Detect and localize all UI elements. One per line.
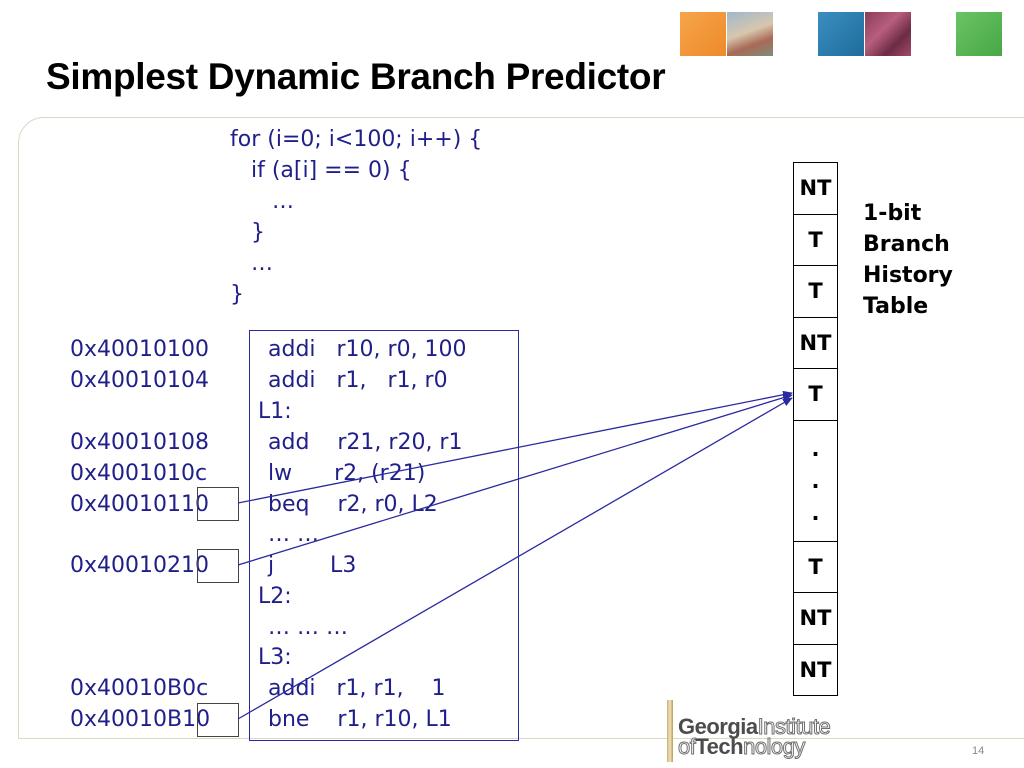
index-bits-highlight (197, 487, 239, 521)
code-label: L1: (258, 399, 292, 424)
index-bits-highlight (197, 549, 239, 583)
instruction: beq r2, r0, L2 (268, 492, 438, 517)
arrow-j-to-bht (237, 393, 793, 566)
address-label: 0x40010108 (70, 430, 209, 455)
slide-title: Simplest Dynamic Branch Predictor (46, 56, 666, 97)
instruction: addi r10, r0, 100 (268, 337, 467, 362)
assembly-box (249, 330, 519, 741)
logo-line-1: GeorgiaInstitute (678, 714, 831, 740)
bht-entry: T (794, 542, 837, 593)
address-label: 0x4001010c (70, 461, 208, 486)
bht-dot: . (811, 500, 820, 525)
bht-caption-line: Table (863, 294, 929, 319)
instruction: addi r1, r1, r0 (268, 368, 448, 393)
logo-tower-icon (667, 700, 673, 762)
code-label: L3: (258, 645, 292, 670)
georgia-tech-logo: GeorgiaInstitute ofTechnology (664, 696, 884, 766)
bht-entry: NT (794, 593, 837, 645)
bht-entry: T (794, 215, 837, 266)
circuit-photo-thumbnail (865, 12, 911, 56)
logo-tech: Tech (695, 734, 744, 759)
instruction: … … (268, 522, 319, 547)
bht-dot: . (811, 468, 820, 493)
arrow-beq-to-bht (237, 390, 793, 504)
campus-photo-thumbnail (727, 12, 773, 56)
index-bits-highlight (197, 703, 239, 737)
branch-history-table: NT T T NT T . . . T NT NT (793, 162, 838, 696)
c-code-block: for (i=0; i<100; i++) { if (a[i] == 0) {… (230, 125, 482, 365)
bht-caption: 1-bit Branch History Table (863, 198, 953, 322)
bht-dot: . (811, 436, 820, 461)
page-number: 14 (972, 745, 985, 757)
code-line: if (a[i] == 0) { (230, 158, 412, 183)
logo-line-2: ofTechnology (677, 734, 806, 760)
blue-square-decoration (818, 12, 864, 56)
bht-caption-line: History (863, 263, 953, 288)
content-frame (18, 117, 1024, 739)
code-label: L2: (258, 584, 292, 609)
code-line: … (230, 251, 273, 276)
code-line: } (230, 282, 244, 307)
bht-ellipsis: . . . (794, 421, 837, 542)
green-square-decoration (956, 12, 1002, 56)
instruction: addi r1, r1, 1 (268, 676, 446, 701)
bht-entry: T (794, 266, 837, 318)
code-line: } (230, 220, 265, 245)
instruction: bne r1, r10, L1 (268, 707, 452, 732)
orange-square-decoration (680, 12, 726, 56)
instruction: j L3 (268, 553, 357, 578)
address-label: 0x40010104 (70, 368, 209, 393)
bht-entry: NT (794, 163, 837, 215)
bht-entry: NT (794, 318, 837, 369)
address-label: 0x40010110 (70, 492, 209, 517)
code-line: … (230, 189, 294, 214)
instruction: … … … (268, 615, 348, 640)
bht-caption-line: 1-bit (863, 201, 922, 226)
logo-institute: Institute (757, 714, 831, 740)
instruction: add r21, r20, r1 (268, 430, 463, 455)
code-line: for (i=0; i<100; i++) { (230, 127, 483, 152)
logo-nology: nology (743, 734, 806, 760)
logo-of: of (677, 734, 696, 760)
bht-entry: T (794, 369, 837, 421)
instruction: lw r2, (r21) (268, 461, 426, 486)
bht-caption-line: Branch (863, 232, 950, 257)
address-label: 0x40010210 (70, 553, 209, 578)
bht-entry: NT (794, 645, 837, 696)
arrow-bne-to-bht (237, 397, 793, 720)
address-label: 0x40010B10 (70, 707, 211, 732)
logo-georgia: Georgia (678, 714, 758, 739)
address-label: 0x40010100 (70, 337, 209, 362)
address-label: 0x40010B0c (70, 676, 209, 701)
